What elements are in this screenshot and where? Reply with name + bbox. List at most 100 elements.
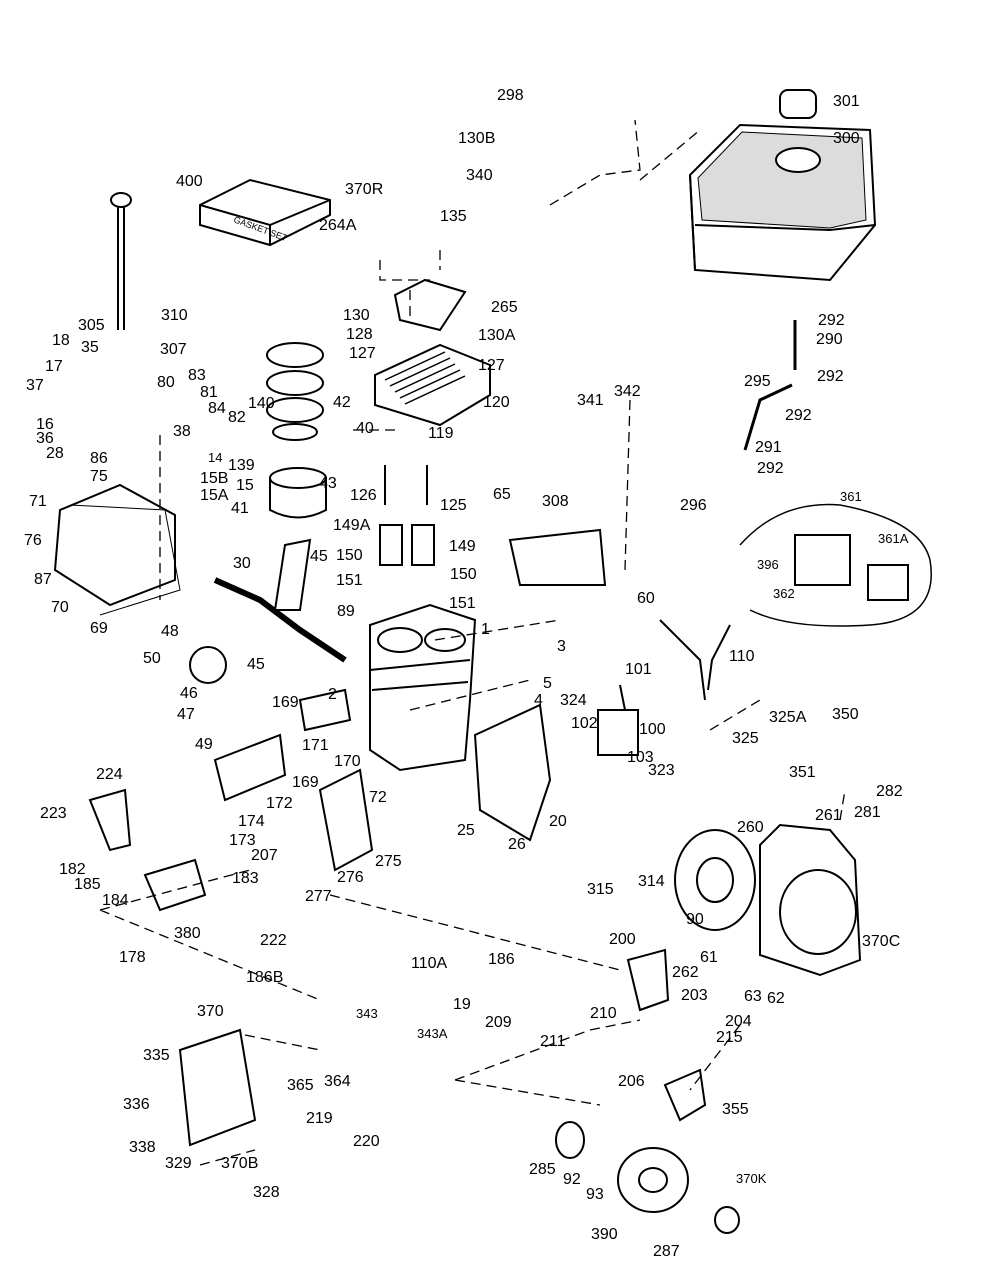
- part-label: 76: [24, 532, 42, 549]
- connecting-rod-drawing: [273, 538, 312, 611]
- part-label: 325A: [769, 709, 807, 726]
- part-label: 151: [449, 595, 476, 612]
- head-plate-drawing: [393, 278, 467, 332]
- part-label: 45: [247, 656, 265, 673]
- part-label: 110A: [411, 955, 448, 972]
- part-label: 325: [732, 730, 759, 747]
- diagram-drawing: GASKET SET: [53, 89, 932, 1234]
- part-label: 42: [333, 394, 351, 411]
- part-label: 18: [52, 332, 70, 349]
- part-label: 380: [174, 925, 201, 942]
- part-label: 128: [346, 326, 373, 343]
- part-label: 36: [36, 430, 54, 447]
- part-label: 127: [478, 357, 505, 374]
- part-label: 173: [229, 832, 256, 849]
- part-label: 72: [369, 789, 387, 806]
- part-label: 130B: [458, 130, 496, 147]
- part-label: 220: [353, 1133, 380, 1150]
- part-label: 260: [737, 819, 764, 836]
- part-label: 324: [560, 692, 587, 709]
- part-label: 4: [534, 692, 543, 709]
- part-label: 150: [336, 547, 363, 564]
- part-label: 300: [833, 130, 860, 147]
- part-label: 19: [453, 996, 471, 1013]
- part-label: 15A: [200, 487, 229, 504]
- part-label: 296: [680, 497, 707, 514]
- part-label: 314: [638, 873, 665, 890]
- part-label: 186B: [246, 969, 284, 986]
- part-label: 400: [176, 173, 203, 190]
- part-label: 210: [590, 1005, 617, 1022]
- crankshaft-drawing: [213, 577, 347, 663]
- part-label: 275: [375, 853, 402, 870]
- part-label: 5: [543, 675, 552, 692]
- part-label: 276: [337, 869, 364, 886]
- engine-block-drawing: [369, 603, 477, 772]
- part-label: 37: [26, 377, 44, 394]
- part-label: 292: [817, 368, 844, 385]
- part-label: 47: [177, 706, 195, 723]
- part-label: 323: [648, 762, 675, 779]
- part-label: 290: [816, 331, 843, 348]
- part-label: 342: [614, 383, 641, 400]
- part-label: 130A: [478, 327, 516, 344]
- part-label: 361: [840, 489, 862, 504]
- part-label: 150: [450, 566, 477, 583]
- part-label: 204: [725, 1013, 752, 1030]
- part-label: 264A: [319, 217, 357, 234]
- part-label: 170: [334, 753, 361, 770]
- part-label: 338: [129, 1139, 156, 1156]
- part-label: 285: [529, 1161, 556, 1178]
- part-label: 25: [457, 822, 475, 839]
- part-label: 103: [627, 749, 654, 766]
- part-label: 262: [672, 964, 699, 981]
- part-label: 35: [81, 339, 99, 356]
- part-label: 219: [306, 1110, 333, 1127]
- part-label: 43: [319, 475, 337, 492]
- part-label: 41: [231, 500, 249, 517]
- part-label: 17: [45, 358, 63, 375]
- part-label: 305: [78, 317, 105, 334]
- part-label: 340: [466, 167, 493, 184]
- part-label: 350: [832, 706, 859, 723]
- cam-gear-drawing: [189, 646, 227, 684]
- part-label: 298: [497, 87, 524, 104]
- carburetor-drawing: [143, 858, 207, 912]
- control-bracket-drawing: [626, 948, 670, 1012]
- part-label: 315: [587, 881, 614, 898]
- part-label: 120: [483, 394, 510, 411]
- part-label: 277: [305, 888, 332, 905]
- electric-starter-drawing: [739, 503, 932, 627]
- piston-rings-drawing: [266, 342, 324, 441]
- part-label: 83: [188, 367, 206, 384]
- part-label: 84: [208, 400, 226, 417]
- part-label: 292: [785, 407, 812, 424]
- part-label: 49: [195, 736, 213, 753]
- part-label: 130: [343, 307, 370, 324]
- part-label: 87: [34, 571, 52, 588]
- part-label: 75: [90, 468, 108, 485]
- flywheel-drawing: [674, 829, 756, 931]
- part-label: 149: [449, 538, 476, 555]
- part-label: 282: [876, 783, 903, 800]
- part-label: 14: [208, 450, 223, 465]
- part-label: 65: [493, 486, 511, 503]
- wiring-harness-drawing: [659, 619, 731, 701]
- part-label: 174: [238, 813, 265, 830]
- part-label: 93: [586, 1186, 604, 1203]
- part-label: 328: [253, 1184, 280, 1201]
- part-label: 125: [440, 497, 467, 514]
- part-label: 171: [302, 737, 329, 754]
- part-label: 28: [46, 445, 64, 462]
- part-label: 336: [123, 1096, 150, 1113]
- part-label: 222: [260, 932, 287, 949]
- part-label: 169: [272, 694, 299, 711]
- part-label: 370R: [345, 181, 384, 198]
- part-label: 149A: [333, 517, 371, 534]
- part-label: 335: [143, 1047, 170, 1064]
- part-label: 110: [729, 648, 755, 665]
- part-label: 70: [51, 599, 69, 616]
- part-label: 287: [653, 1243, 680, 1260]
- part-label: 119: [428, 425, 454, 442]
